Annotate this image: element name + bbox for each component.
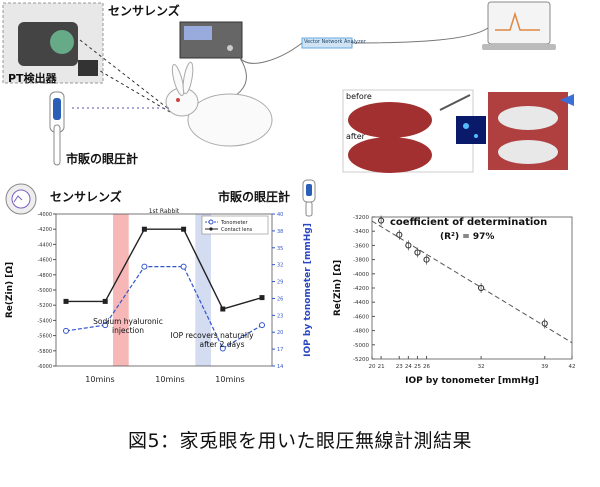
y2-tick-label: 35 [277,246,283,252]
legend-box [201,215,269,235]
left-chart-panel: センサレンズ 市販の眼圧計 -4000-4200-4400-4600-4800-… [0,178,320,393]
tonometer-point [259,322,265,329]
recovery-band [195,214,212,366]
y-tick-label: -4800 [353,329,369,335]
left-line-chart: -4000 -4200 -4400 -4600 -4800 -5000 -5200 -5400… [5,208,313,384]
y2-tick-label: 14 [277,364,283,370]
rabbit [165,61,273,147]
after-label: after [346,132,365,141]
injection-band [113,214,129,366]
y-tick-label: -3200 [353,215,369,221]
x-tick-label: 39 [541,364,548,370]
y-tick-label: -5800 [37,349,52,355]
series-line-tonometer [65,266,263,350]
x-tick-label: 42 [569,364,576,370]
y2-tick-label: 17 [277,347,283,353]
contact-lens-point [220,306,226,312]
contact-lens-point [63,298,69,304]
x-tick-label: 23 [396,364,403,370]
sensor-lens-icon [5,183,37,215]
y-tick-label: -4800 [37,273,52,279]
y-tick-label: -5000 [353,343,369,349]
x-axis-label: IOP by tonometer [mmHg] [405,376,539,386]
y-tick-label: -5000 [37,288,52,294]
y2-tick-label: 20 [277,330,283,336]
y-tick-label: -5400 [37,318,52,324]
setup-illustration [2,1,574,173]
y2-tick-label: 40 [277,212,283,218]
y-tick-label: -4000 [37,212,52,218]
pt-detector-label: PT検出器 [8,72,57,85]
y2-tick-label: 29 [277,280,283,286]
x-tick-label: 21 [378,364,385,370]
y2-tick-label: 26 [277,296,283,302]
tonometer-point [102,322,109,329]
y-tick-label: -3800 [353,258,369,264]
legend-marker-contact-lens [209,227,213,231]
left-tonometer-label: 市販の眼圧計 [218,190,291,204]
y-tick-label: -4200 [37,227,52,233]
y-tick-label: -6000 [37,364,52,370]
x-tick-label: 10mins [215,375,244,384]
laptop-icon [482,1,556,50]
x-tick-label: 24 [405,364,412,370]
chart-title: coefficient of determination [390,217,547,228]
x-tick-label: 25 [414,364,421,370]
right-chart-panel: -3200 -3400 -3600 -3800 -4000 -4200 -4400 -4600… [328,205,596,390]
x-tick-label: 20 [369,364,376,370]
tonometer-label: 市販の眼圧計 [66,152,139,166]
y-tick-label: -4600 [37,258,52,264]
y-axis-label: Re(Zin) [Ω] [5,262,15,318]
tonometer-point [219,345,226,352]
legend-label-contact-lens: Contact lens [221,227,253,233]
tonometer-point [141,263,148,270]
y-tick-label: -5200 [37,303,52,309]
x-tick-label: 32 [478,364,485,370]
contact-lens-point [102,298,108,304]
figure-caption: 図5：家兎眼を用いた眼圧無線計測結果 [127,430,473,452]
y-tick-label: -5200 [353,357,369,363]
tonometer-device [49,91,65,166]
tonometer-icon [302,179,316,217]
network-analyzer [179,21,243,59]
y2-tick-label: 38 [277,229,283,235]
contact-lens-point [141,226,147,232]
left-sensor-lens-label: センサレンズ [50,190,122,204]
top-illustration: センサレンズ PT検出器 市販の眼圧計 Vector Network Analy… [0,0,600,180]
tonometer-point [180,263,187,270]
y-tick-label: -4200 [353,286,369,292]
series-line-contact-lens [66,228,263,310]
right-scatter-chart: -3200 -3400 -3600 -3800 -4000 -4200 -4400 -4600… [333,215,576,386]
tonometer-point [63,327,69,334]
contact-lens-point [259,295,265,301]
legend-marker-tonometer [208,219,214,225]
before-label: before [346,92,372,101]
network-analyzer-label: Vector Network Analyzer [304,39,366,45]
x-tick-label: 10mins [155,375,184,384]
x-tick-label: 10mins [85,375,114,384]
y-tick-label: -4600 [353,314,369,320]
eye-images [342,89,574,173]
y2-axis-label: IOP by tonometer [mmHg] [303,223,313,357]
chart-title: 1st Rabbit [149,208,180,215]
y-tick-label: -5600 [37,334,52,340]
sensor-lens-label: センサレンズ [108,4,180,18]
y2-tick-label: 23 [277,313,283,319]
lens-photo [50,30,74,54]
y-axis-label: Re(Zin) [Ω] [333,260,343,316]
y-tick-label: -4400 [353,300,369,306]
contact-lens-point [181,226,187,232]
y-tick-label: -3600 [353,243,369,249]
y-tick-label: -4000 [353,272,369,278]
x-tick-label: 26 [423,364,430,370]
y2-tick-label: 32 [277,263,283,269]
regression-line [371,220,573,344]
legend-label-tonometer: Tonometer [220,220,248,226]
y-tick-label: -3400 [353,229,369,235]
chart-subtitle: (R²) = 97% [440,232,494,242]
y-tick-label: -4400 [37,242,52,248]
